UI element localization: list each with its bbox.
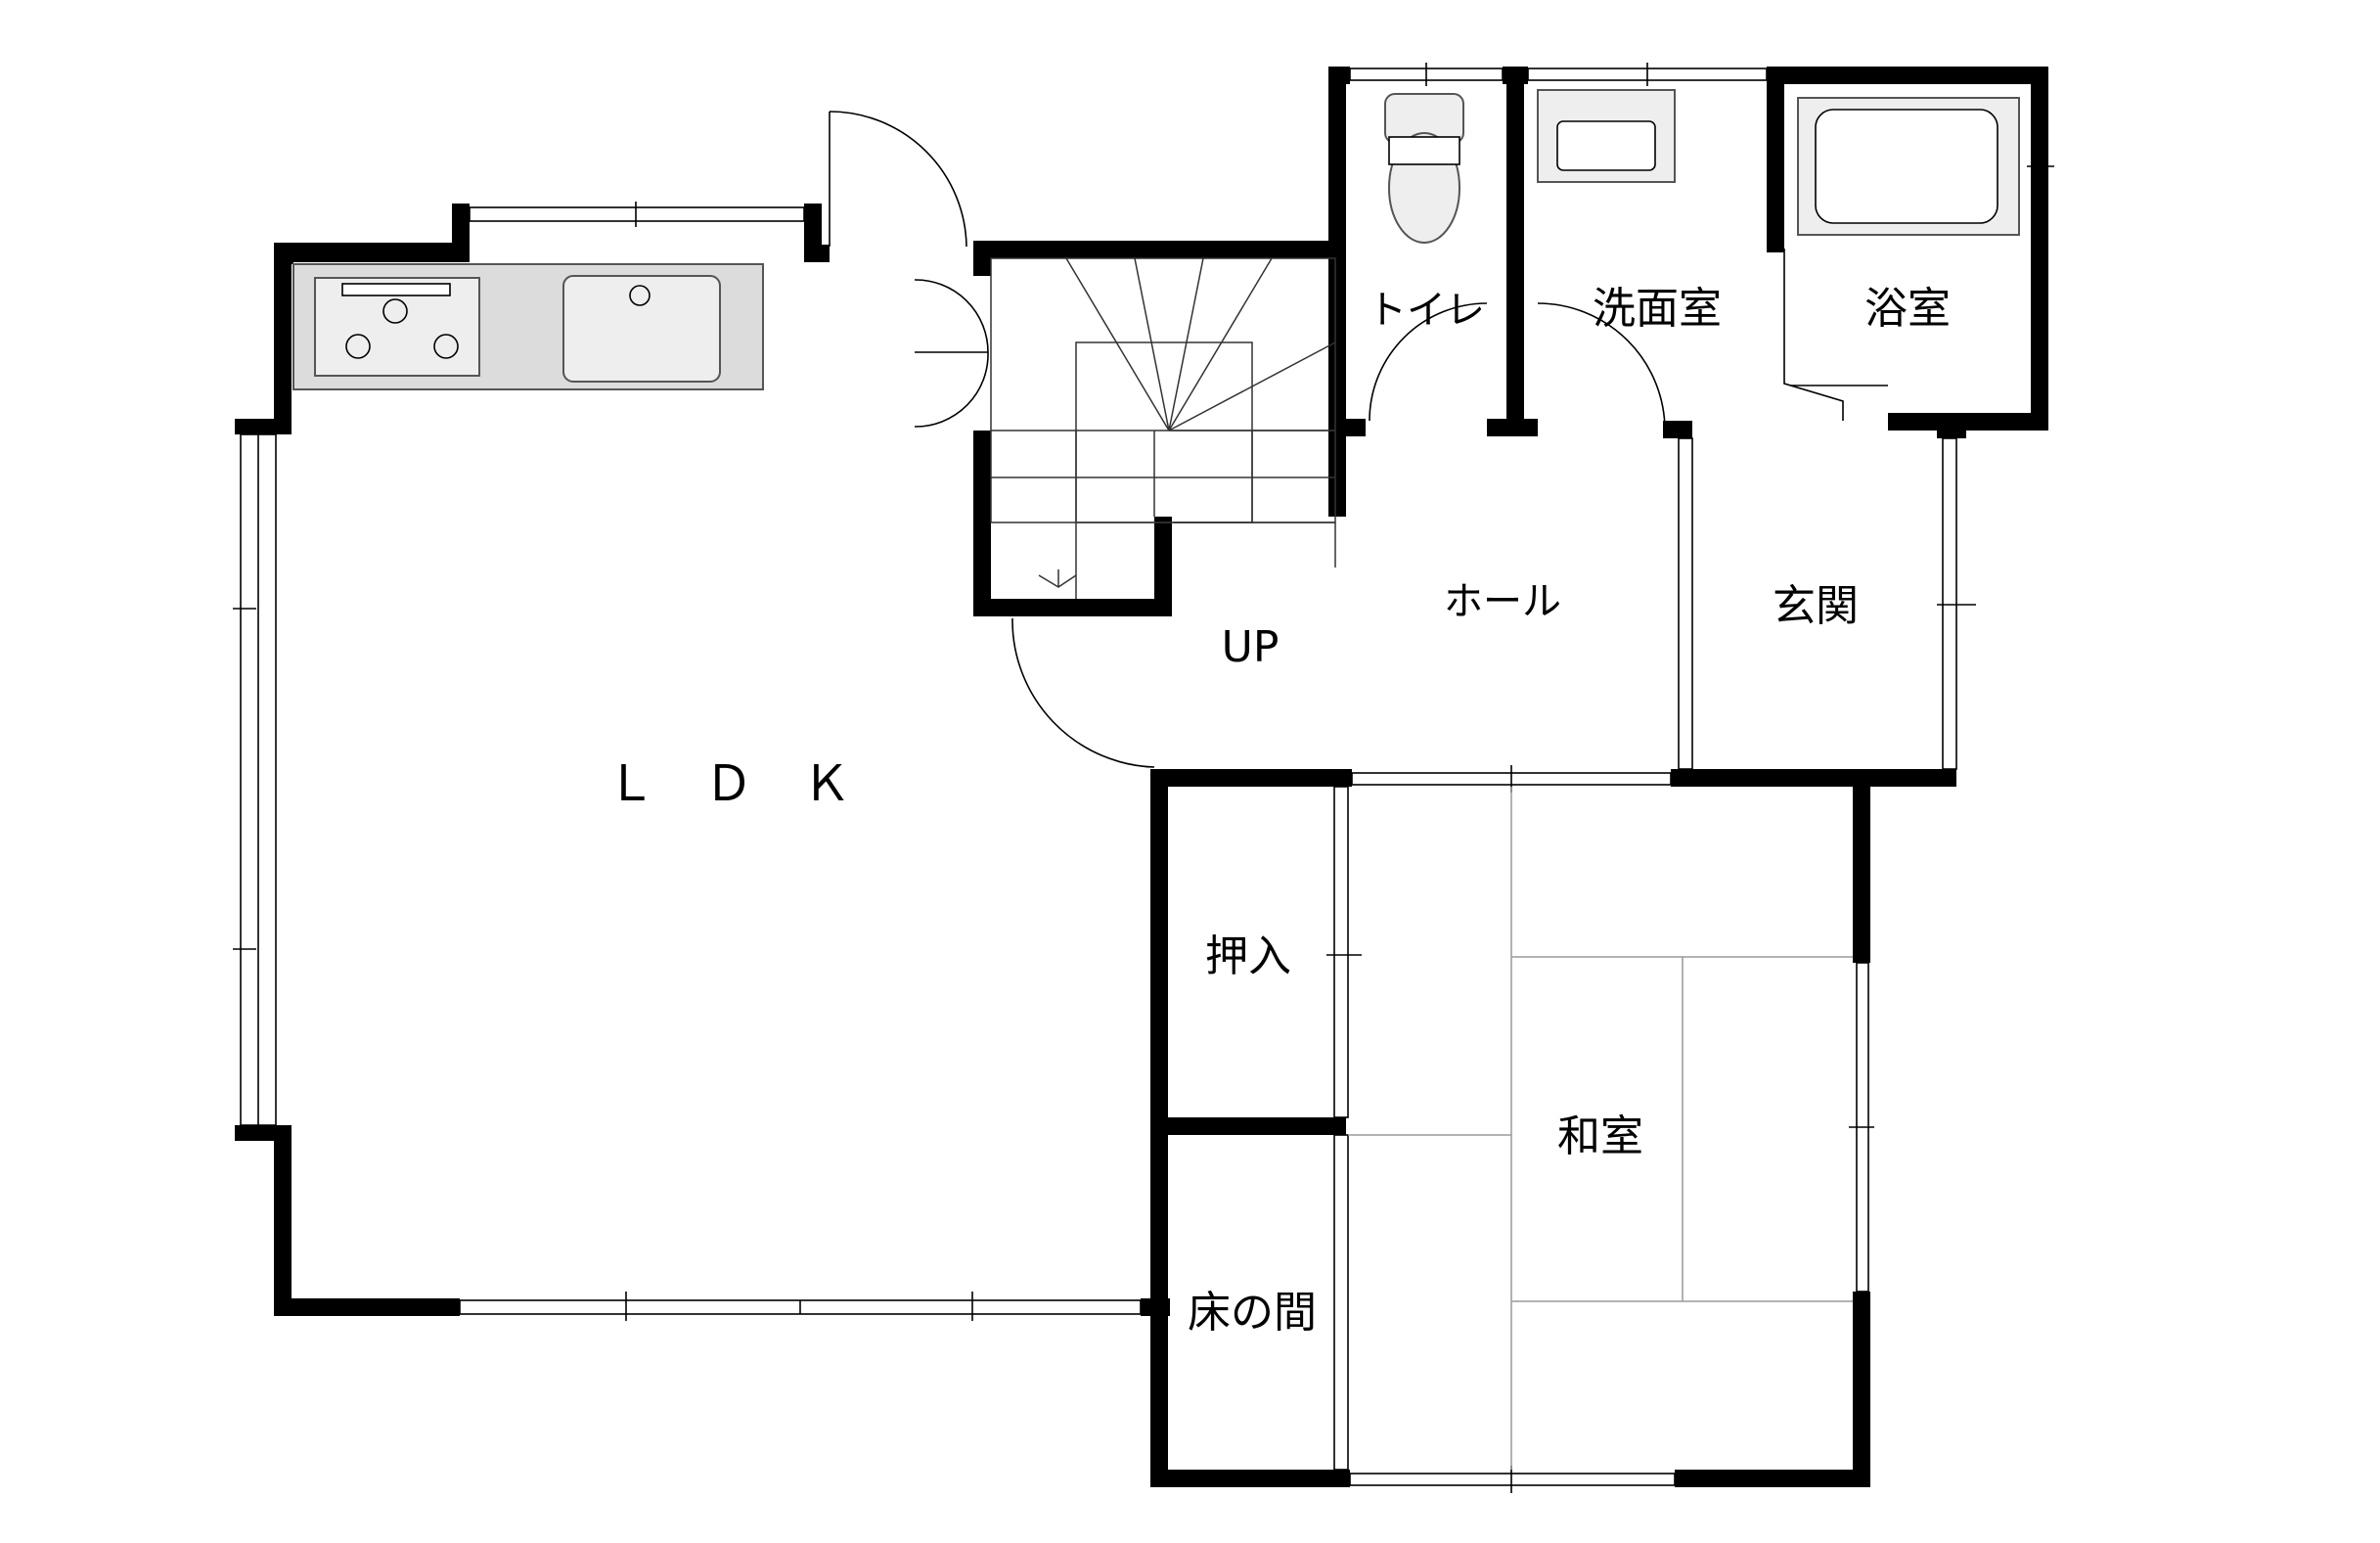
wall-toilet-bottom-right [1487,419,1538,436]
wall-stair-top [973,241,1335,258]
partition-entrance-left [1678,437,1693,770]
wall-stair-left-lower [973,431,991,616]
kitchen-counter [292,263,764,390]
wall-ldk-top-window-left-h [274,243,470,262]
wall-bath-bottom [1888,413,2048,431]
wall-ldk-left-upper [274,243,292,434]
label-hall: ホール [1444,579,1561,624]
burner-icon [382,298,408,324]
wall-toilet-left-top [1328,67,1350,84]
window-bath-right [2034,83,2047,251]
sliding-closet [1333,786,1349,1118]
label-washroom: 洗面室 [1593,284,1722,334]
room-labels: Ｌ Ｄ Ｋ トイレ 洗面室 浴室 ホール UP 玄関 押入 床の間 和室 [606,284,1951,1338]
wall-entrance-top-left [1663,421,1692,438]
wall-bath-right-inner [2031,250,2048,431]
burner-icon [433,334,459,359]
burner-icon [345,334,371,359]
wall-ldk-top-door-pier-h [804,245,830,262]
wall-stair-inner [1154,517,1172,616]
label-up: UP [1222,622,1280,672]
door-swings [829,111,1888,768]
wall-bath-top [1767,67,2048,84]
wall-jroom-right-upper [1853,787,1870,963]
staircase [990,257,1336,599]
sink-icon [562,275,721,383]
label-japanese-room: 和室 [1557,1112,1643,1161]
wall-ldk-bottom-left [274,1298,460,1316]
toilet-fixture [1384,93,1464,244]
label-ldk: Ｌ Ｄ Ｋ [606,755,851,812]
wall-ldk-left-lower [274,1125,292,1316]
window-ldk-top [469,206,805,222]
wall-stair-left-upper [973,241,991,276]
wash-basin [1537,89,1676,183]
wall-toilet-right-top [1503,67,1528,84]
door-entrance-right [1942,437,1957,770]
label-entrance: 玄関 [1773,581,1859,631]
front-tokonoma [1333,1134,1349,1471]
label-bathroom: 浴室 [1864,284,1951,334]
wall-jroom-right-lower [1853,1292,1870,1487]
wall-toilet-left [1328,67,1346,517]
windows [233,63,2054,1493]
wall-ldk-left-upper-cap [235,419,292,434]
walls [235,67,2048,1487]
wall-toilet-bottom-left [1328,419,1366,436]
label-tokonoma: 床の間 [1188,1288,1317,1338]
wall-entrance-top-right [1937,421,1966,438]
wall-jroom-bottom-right [1675,1470,1870,1487]
wall-stair-bottom [973,599,1167,616]
tatami-mats [1348,787,1853,1470]
label-toilet: トイレ [1368,288,1485,333]
wall-jroom-bottom-left [1150,1470,1350,1487]
label-closet: 押入 [1205,931,1291,981]
bathtub [1797,97,2020,236]
wall-jroom-top-left [1150,769,1352,787]
wall-jroom-top-right [1853,769,1956,787]
wall-bath-left [1767,67,1784,252]
wall-closet-divider [1150,1117,1346,1135]
window-jroom-bottom [1349,1473,1676,1486]
wall-toilet-right [1506,67,1524,436]
